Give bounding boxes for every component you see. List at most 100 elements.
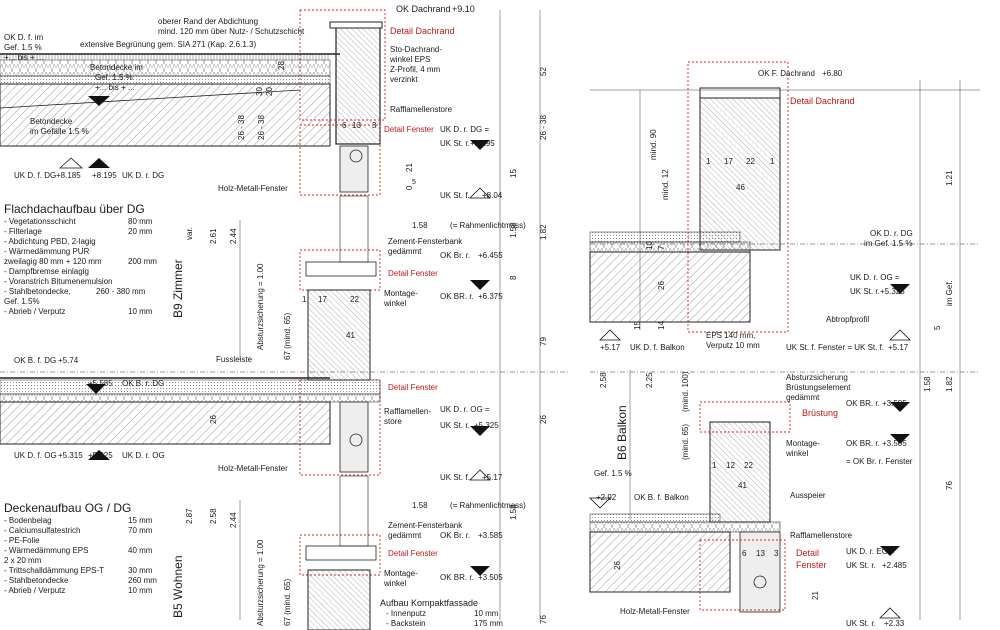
okbfdg-value: +5.74 (58, 356, 79, 365)
okfdachrand-value: +6.80 (822, 69, 843, 78)
og-ukstf-value: +5.17 (482, 473, 503, 482)
decke-row-label: - Bodenbelag (4, 516, 52, 525)
flachdach-row-label: Gef. 1.5% (4, 297, 40, 306)
detail-box-dachrand-right (687, 61, 789, 333)
dg-175: 17 (318, 295, 327, 304)
okbfdg-label: OK B. f. DG (14, 356, 56, 365)
dg-montage-2: winkel (383, 299, 406, 308)
right-14: 14 (657, 321, 666, 330)
right-15b: 15 (633, 321, 642, 330)
right-1: 1 (770, 157, 775, 166)
decke-row-value: 70 mm (128, 526, 153, 535)
right-b125: 12 (726, 461, 735, 470)
right-258: 2.58 (599, 372, 608, 388)
flachdach-row-value: 10 mm (128, 307, 153, 316)
kompakt-row-label: - Innenputz (386, 609, 426, 618)
og-okbr2-label: OK BR. r. (440, 573, 474, 582)
right-b21: 21 (811, 591, 820, 600)
right-montage-1: Montage- (786, 439, 820, 448)
flachdach-row-label: - Vegetationsschicht (4, 217, 76, 226)
sto-line3: Z-Profil, 4 mm (390, 65, 441, 74)
right-26: 26 (657, 281, 666, 290)
og-244: 2.44 (229, 512, 238, 528)
flachdach-row-label: - Dampfbremse einlagig (4, 267, 89, 276)
decke-title: Deckenaufbau OG / DG (4, 501, 131, 515)
right-mind90: mind. 90 (649, 129, 658, 160)
sto-line1: Sto-Dachrand- (390, 45, 442, 54)
og-zement-2: gedämmt (388, 531, 422, 540)
dim-26-38-right: 26 - 38 (539, 115, 548, 140)
dim-13-dg: 13 (352, 121, 361, 130)
right-level-marker-ukstr-eg (880, 546, 900, 556)
detail-fenster-dg-label: Detail Fenster (384, 125, 434, 134)
bd-line1: Betondecke im (90, 63, 143, 72)
og-1585: 1.58 (509, 504, 518, 520)
dg-244: 2.44 (229, 228, 238, 244)
og-ukstf-label: UK St. f. (440, 473, 470, 482)
right-okbfbalkon: OK B. f. Balkon (634, 493, 689, 502)
og-dim-26-right: 26 (539, 415, 548, 424)
dg-415: 41 (346, 331, 355, 340)
parapet-cap (329, 21, 383, 29)
right-22: 22 (746, 157, 755, 166)
dg-wall (307, 289, 371, 381)
right-mind12: mind. 12 (661, 169, 670, 200)
dg-window-sill (305, 261, 377, 277)
balcony-top-cap (699, 87, 781, 99)
level-marker-ukdr-og (88, 450, 110, 460)
right-level-marker-balkon (599, 329, 621, 341)
right-ukstf-b: UK St. r. (846, 619, 876, 628)
dg-okbr2-value: +6.375 (478, 292, 503, 301)
ukdrog2-value: +5.325 (88, 451, 113, 460)
window-head-og (339, 401, 369, 473)
bd-line2: Gef. 1.5 % (95, 73, 133, 82)
rafflamellen-label: Rafflamellenstore (390, 105, 453, 114)
og-absturz: Absturzsicherung = 1.00 (256, 539, 265, 626)
dim-3-dg: 3 (372, 121, 377, 130)
right-ukstr-b-value: +2.485 (882, 561, 907, 570)
right-121: 1.21 (945, 170, 954, 186)
dg-window (339, 195, 369, 263)
og-montage-1: Montage- (384, 569, 418, 578)
og-mind65: 67 (mind. 65) (283, 579, 292, 626)
right-okbr2-label: OK BR. r. (846, 439, 880, 448)
dg-detail-fenster: Detail Fenster (388, 269, 438, 278)
og-montage-2: winkel (383, 579, 406, 588)
flachdach-row-value: 80 mm (128, 217, 153, 226)
sto-line4: verzinkt (390, 75, 418, 84)
ukdrog-label: UK D. r. OG = (440, 405, 490, 414)
right-section: OK F. Dachrand +6.80 Detail Dachrand min… (589, 61, 980, 628)
ok-dachrand-label: OK Dachrand (396, 4, 451, 14)
right-okdrdg: OK D. r. DG (870, 229, 913, 238)
ukdrdg2-label: UK D. r. DG (122, 171, 164, 180)
right-ukstr-value: +5.325 (880, 287, 905, 296)
og-zement-1: Zement-Fensterbank (388, 521, 463, 530)
og-okbr-label: OK Br. r. (440, 531, 470, 540)
right-abtropf: Abtropfprofil (826, 315, 869, 324)
right-b6: 6 (742, 549, 747, 558)
og-okbr2-value: +3.505 (478, 573, 503, 582)
right-15: 1 (706, 157, 711, 166)
dg-zement-1: Zement-Fensterbank (388, 237, 463, 246)
flachdach-row-label: - Filterlage (4, 227, 42, 236)
right-46: 46 (736, 183, 745, 192)
og-rafflamellen-1: Rafflamellen- (384, 407, 431, 416)
note-rand-2: mind. 120 mm über Nutz- / Schutzschicht (158, 27, 305, 36)
okbrdg-value: +5.585 (88, 379, 113, 388)
decke-row-value: 10 mm (128, 586, 153, 595)
right-okbr-value: +3.585 (882, 399, 907, 408)
dim-21: 21 (405, 163, 414, 172)
kompakt-title: Aufbau Kompaktfassade (380, 598, 478, 608)
detail-box-bruestung (699, 401, 791, 433)
right-mind100: (mind. 100) (681, 371, 690, 412)
dg-261: 2.61 (209, 228, 218, 244)
decke-row-value: 260 mm (128, 576, 157, 585)
balcony-slab-top (589, 251, 751, 323)
og-258: 2.58 (209, 508, 218, 524)
right-imgef: im Gef. 1.5 % (864, 239, 912, 248)
ukdfdg-label: UK D. f. DG (14, 171, 56, 180)
og-detail-fenster-2: Detail Fenster (388, 549, 438, 558)
balcony-roof-layer (589, 231, 741, 243)
dg-montage-1: Montage- (384, 289, 418, 298)
ukdfog-label: UK D. f. OG (14, 451, 57, 460)
